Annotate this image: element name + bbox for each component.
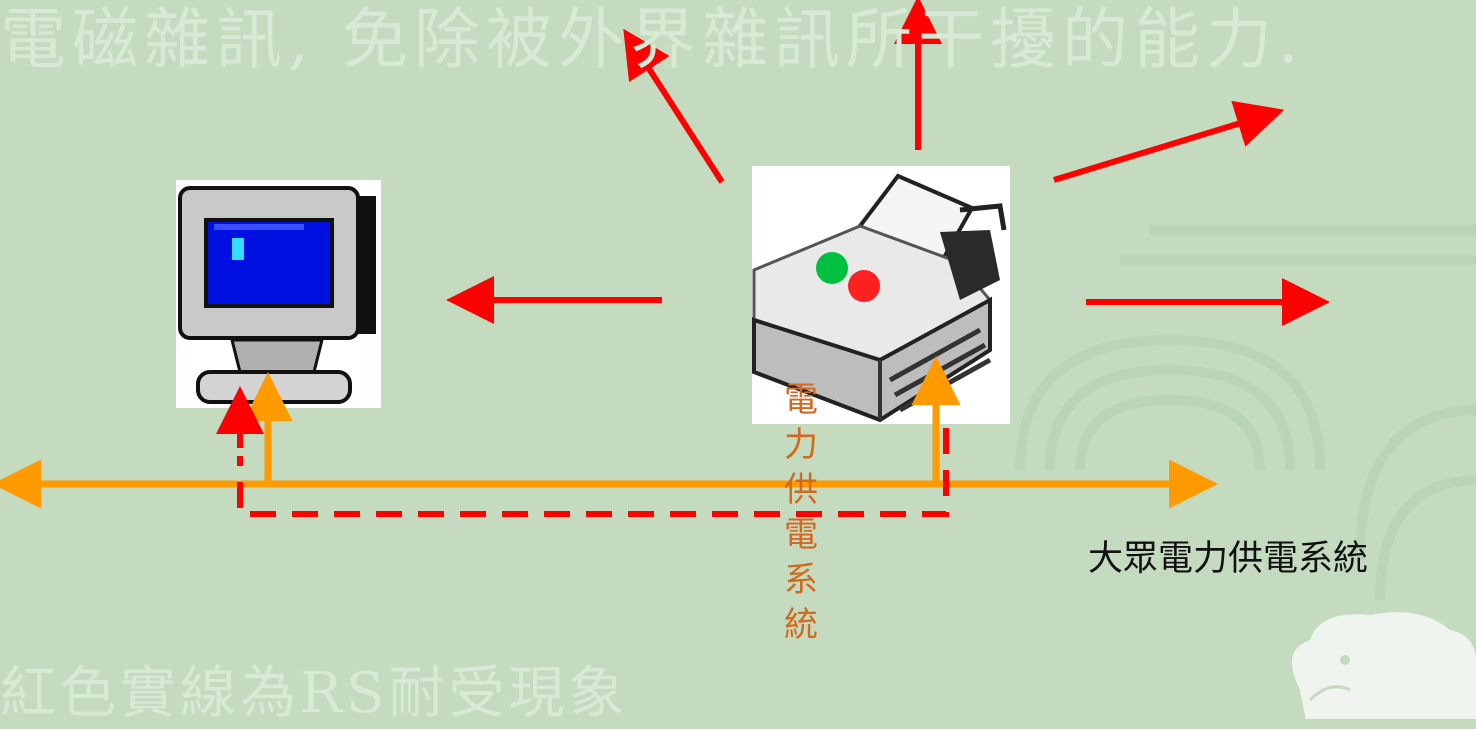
power-line — [0, 356, 1218, 509]
top-caption: ׁ電磁雜訊, 免除被外界雜訊所干擾的能力. — [0, 1, 1305, 78]
computer-monitor-icon — [176, 180, 381, 408]
bottom-caption: 紅色實線為RS耐受現象 — [0, 661, 629, 726]
power-grid-label: 大眾電力供電系統 — [1088, 539, 1369, 579]
vertical-char: 統 — [784, 605, 818, 645]
vertical-char: 力 — [784, 425, 818, 465]
vertical-char: 電 — [784, 515, 818, 555]
background-pattern — [1015, 225, 1476, 601]
printer-icon — [752, 166, 1010, 424]
arrow-up-right — [1053, 100, 1285, 183]
conducted-path — [216, 386, 949, 517]
arrow-up-left — [623, 28, 725, 184]
vertical-char: 供 — [784, 470, 818, 510]
vertical-char: 系 — [784, 560, 818, 600]
radiated-arrows — [446, 0, 1330, 326]
vertical-char: 電 — [784, 380, 818, 420]
vertical-power-label: 電 力 供 電 系 統 — [784, 378, 818, 648]
lion-ornament-icon — [1292, 612, 1476, 719]
